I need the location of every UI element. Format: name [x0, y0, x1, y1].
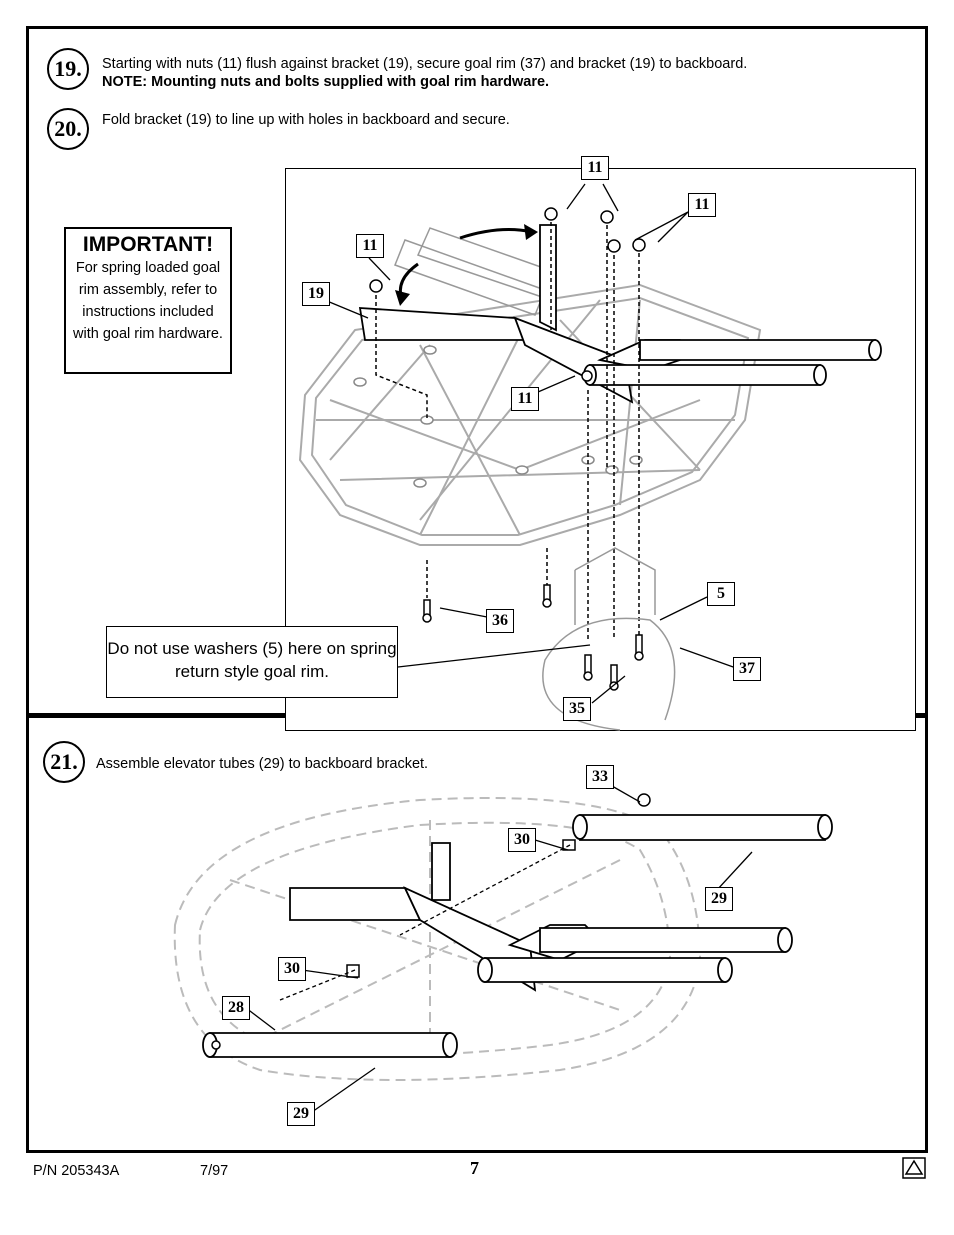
important-title: IMPORTANT! [82, 233, 214, 256]
important-body: For spring loaded goal rim assembly, ref… [73, 260, 223, 342]
part-number: P/N 205343A [33, 1163, 120, 1179]
step-20-number: 20. [47, 108, 89, 150]
part-label-30-lower: 30 [278, 957, 306, 981]
leader-lines-bottom [245, 785, 753, 1113]
page-number: 7 [470, 1158, 479, 1178]
alignment-lines-top [375, 222, 640, 640]
part-label-11-center: 11 [511, 387, 539, 411]
part-label-35: 35 [563, 697, 591, 721]
part-label-28: 28 [222, 996, 250, 1020]
washer-warning-text: Do not use washers (5) here on spring re… [107, 639, 397, 681]
step-21-number: 21. [43, 741, 85, 783]
step-21-text: Assemble elevator tubes (29) to backboar… [96, 756, 429, 772]
part-label-37: 37 [733, 657, 761, 681]
step-19-text: Starting with nuts (11) flush against br… [102, 55, 747, 91]
revision-date: 7/97 [200, 1163, 229, 1179]
fold-arrow-head-2 [395, 290, 410, 306]
part-label-36: 36 [486, 609, 514, 633]
part-label-19: 19 [302, 282, 330, 306]
part-label-30-upper: 30 [508, 828, 536, 852]
part-label-29-lower: 29 [287, 1102, 315, 1126]
backboard-bosses [353, 345, 643, 488]
part-label-29-upper: 29 [705, 887, 733, 911]
part-label-11-top: 11 [581, 156, 609, 180]
step-19-instruction: Starting with nuts (11) flush against br… [102, 56, 748, 72]
fold-arrow-head-1 [524, 224, 538, 240]
nuts-11 [369, 207, 646, 382]
washer-warning-box: Do not use washers (5) here on spring re… [106, 626, 398, 698]
step-19-note: NOTE: Mounting nuts and bolts supplied w… [102, 74, 550, 90]
bolts-36-35 [422, 584, 644, 691]
part-label-5: 5 [707, 582, 735, 606]
step-20-text: Fold bracket (19) to line up with holes … [102, 112, 510, 128]
part-label-11-left: 11 [356, 234, 384, 258]
important-notice: IMPORTANT! For spring loaded goal rim as… [64, 227, 232, 374]
leader-lines-top [326, 183, 737, 704]
part-label-33: 33 [586, 765, 614, 789]
step-19-number: 19. [47, 48, 89, 90]
elevator-tubes-29 [202, 814, 833, 1058]
part-label-11-right: 11 [688, 193, 716, 217]
goal-rim-37-drawing [542, 547, 676, 731]
